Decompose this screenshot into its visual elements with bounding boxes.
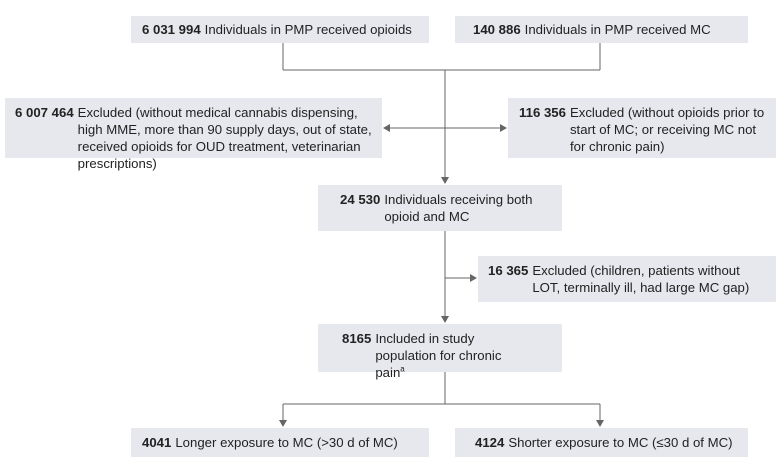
count: 6 031 994 xyxy=(142,22,201,37)
label: Shorter exposure to MC (≤30 d of MC) xyxy=(508,435,733,450)
box-mc: 140 886 Individuals in PMP received MC xyxy=(455,16,748,43)
label: Individuals in PMP received MC xyxy=(524,22,711,37)
label: Longer exposure to MC (>30 d of MC) xyxy=(175,435,398,450)
arrowhead-to-both xyxy=(441,177,449,184)
arrowhead-excluded-right xyxy=(500,124,507,132)
count: 140 886 xyxy=(473,22,521,37)
arrowhead-excluded-mid xyxy=(470,274,477,282)
label: Included in study population for chronic… xyxy=(375,331,502,380)
box-longer-exposure: 4041 Longer exposure to MC (>30 d of MC) xyxy=(131,428,429,457)
label: Excluded (without medical cannabis dispe… xyxy=(77,105,372,171)
count: 4041 xyxy=(142,435,172,450)
count: 8165 xyxy=(342,331,372,346)
arrowhead-to-included xyxy=(441,316,449,323)
label: Individuals in PMP received opioids xyxy=(204,22,412,37)
label: Excluded (children, patients without LOT… xyxy=(532,263,750,295)
count: 6 007 464 xyxy=(15,105,74,120)
arrowhead-to-longer xyxy=(279,420,287,427)
label: Excluded (without opioids prior to start… xyxy=(569,105,765,154)
count: 116 356 xyxy=(519,105,566,120)
box-excluded-right: 116 356 Excluded (without opioids prior … xyxy=(508,98,776,158)
box-excluded-left: 6 007 464 Excluded (without medical cann… xyxy=(5,98,382,171)
count: 4124 xyxy=(475,435,505,450)
box-included: 8165 Included in study population for ch… xyxy=(318,324,562,380)
box-excluded-mid: 16 365 Excluded (children, patients with… xyxy=(478,256,776,302)
count: 24 530 xyxy=(340,192,381,207)
box-opioids: 6 031 994 Individuals in PMP received op… xyxy=(131,16,429,43)
box-both: 24 530 Individuals receiving both opioid… xyxy=(318,185,562,231)
count: 16 365 xyxy=(488,263,529,278)
arrowhead-to-shorter xyxy=(596,420,604,427)
arrowhead-excluded-left xyxy=(383,124,390,132)
box-shorter-exposure: 4124 Shorter exposure to MC (≤30 d of MC… xyxy=(455,428,748,457)
footnote-marker: a xyxy=(400,364,405,374)
label: Individuals receiving both opioid and MC xyxy=(384,192,533,224)
